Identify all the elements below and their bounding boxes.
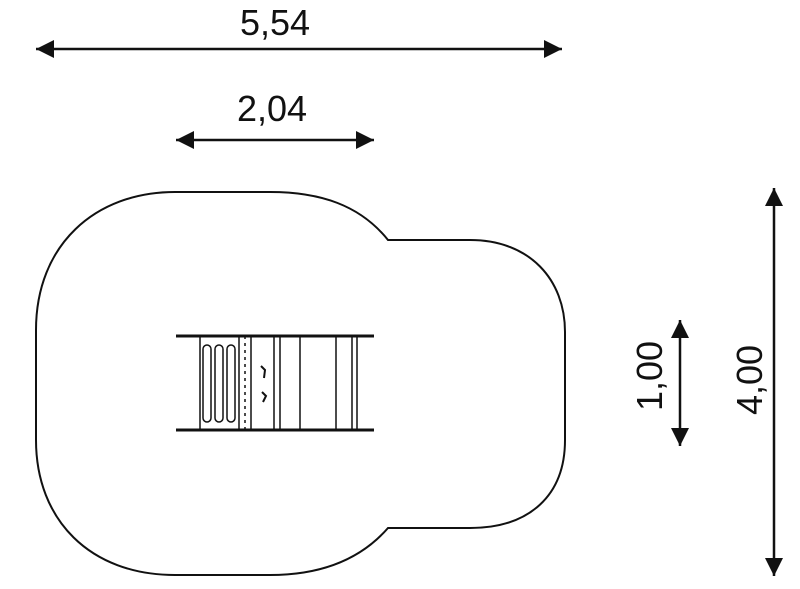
equipment-depth-dimension: 1,00 xyxy=(629,320,689,446)
equipment-width-label: 2,04 xyxy=(237,88,307,129)
safety-zone-outline xyxy=(35,191,566,576)
overall-depth-dimension: 4,00 xyxy=(729,188,783,576)
equipment-mark xyxy=(261,391,268,403)
equipment-width-dimension: 2,04 xyxy=(176,88,374,149)
overall-width-dimension: 5,54 xyxy=(36,2,562,58)
equipment-handle xyxy=(202,344,212,423)
overall-width-label: 5,54 xyxy=(240,2,310,43)
equipment-depth-label: 1,00 xyxy=(629,341,670,411)
equipment-handle xyxy=(214,344,224,423)
equipment-mark xyxy=(260,365,267,379)
equipment-top-view xyxy=(176,334,374,432)
overall-depth-label: 4,00 xyxy=(729,345,770,415)
equipment-handle xyxy=(226,344,236,423)
